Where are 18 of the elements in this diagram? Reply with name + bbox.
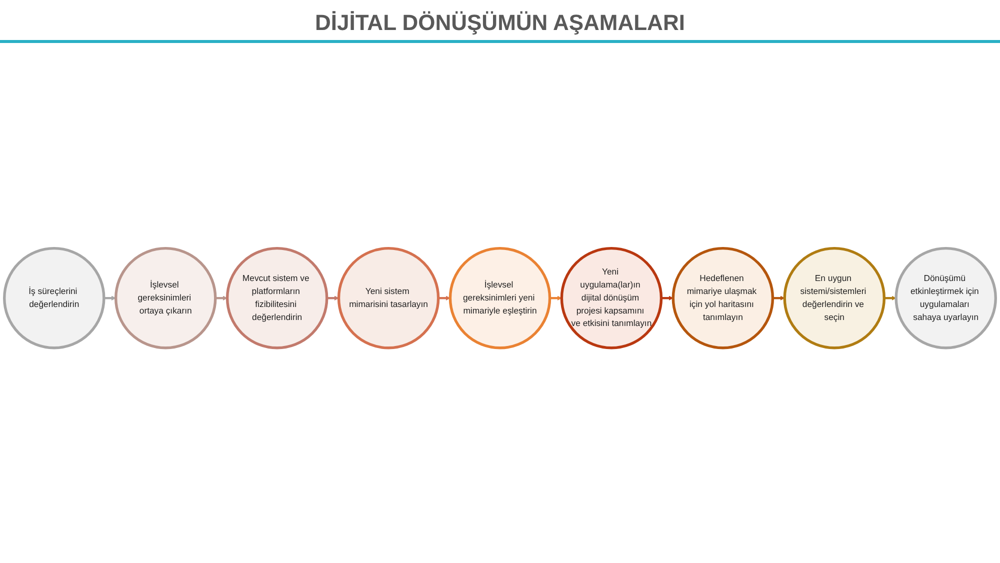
arrow [884, 296, 896, 300]
node-circle: Dönüşümü etkinleştirmek için uygulamaları sahaya uyarlayın [894, 246, 997, 350]
arrow [104, 296, 116, 300]
node-circle: Yeni sistem mimarisini tasarlayın [337, 246, 440, 350]
arrow [550, 296, 562, 300]
arrow [326, 296, 339, 300]
node-circle: İş süreçlerini değerlendirin [3, 246, 106, 350]
node-circle: Mevcut sistem ve platformların fizibilitesini değerlendirin [226, 246, 328, 350]
node-circle: Yeni uygulama(lar)ın dijital dönüşüm projesi kapsamını ve etkisini tanımlayın [560, 246, 663, 350]
node-circle: Hedeflenen mimariye ulaşmak için yol haritasını tanımlayın [672, 246, 774, 350]
arrow [661, 296, 674, 300]
node-circle: En uygun sistemi/sistemleri değerlendirin ve seçin [783, 246, 886, 350]
node-circle: İşlevsel gereksinimleri ortaya çıkarın [114, 246, 217, 350]
arrow [215, 296, 228, 300]
node-circle: İşlevsel gereksinimleri yeni mimariyle eşleştirin [448, 246, 552, 350]
title: DİJİTAL DÖNÜŞÜMÜN AŞAMALARI [314, 10, 686, 36]
arrow [438, 296, 450, 300]
arrow [772, 296, 785, 300]
